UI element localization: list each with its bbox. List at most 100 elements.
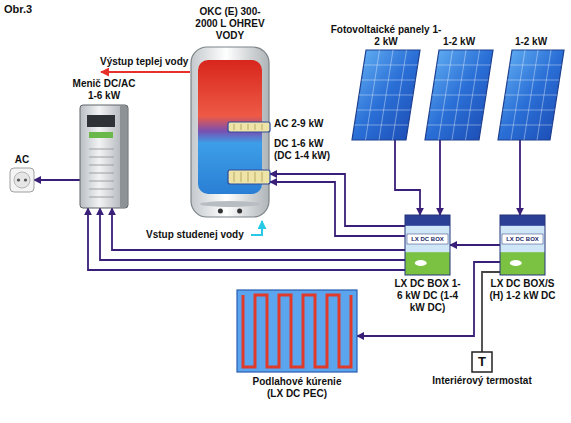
pv-panel-shape bbox=[498, 50, 564, 140]
inverter-body bbox=[80, 105, 128, 208]
node-label: LX DC BOX/S (H) 1-2 kW DC bbox=[489, 278, 557, 302]
box-outline bbox=[500, 215, 545, 275]
box-body bbox=[405, 215, 450, 275]
tank-valve bbox=[237, 209, 242, 214]
panel-grid bbox=[466, 50, 480, 140]
controller-box: LX DC BOXLX DC BOX 1-6 kW DC (1-4 kW DC) bbox=[405, 215, 450, 275]
node-label: T bbox=[472, 352, 492, 372]
annotation-label: DC 1-6 kW (DC 1-4 kW) bbox=[274, 138, 338, 162]
water-heater-tank: OKC (E) 300-2000 L OHREV VODY bbox=[190, 46, 270, 218]
inverter-vent bbox=[89, 157, 114, 158]
box-cloud bbox=[415, 260, 427, 266]
box-band bbox=[405, 252, 450, 275]
panel-grid bbox=[366, 50, 380, 140]
heater-ridge bbox=[234, 124, 235, 130]
heater-ridge bbox=[241, 124, 242, 130]
heater-ridge bbox=[262, 172, 263, 182]
dc-connector bbox=[450, 244, 500, 246]
dc-connector bbox=[439, 140, 441, 215]
socket-hole bbox=[24, 178, 27, 181]
panel-grid bbox=[537, 50, 551, 140]
heater-element bbox=[228, 170, 270, 184]
inverter-vent bbox=[89, 173, 114, 174]
panel-grid bbox=[511, 50, 525, 140]
floor-base bbox=[237, 290, 357, 372]
inverter-badge bbox=[89, 132, 113, 138]
inverter-unit-shape bbox=[80, 105, 128, 208]
panel-surface bbox=[425, 50, 493, 140]
pv-panel: 1-2 kW bbox=[498, 50, 564, 140]
panel-grid bbox=[393, 50, 407, 140]
ac-socket-shape bbox=[10, 168, 34, 192]
annotation-label: AC 2-9 kW bbox=[274, 118, 336, 130]
panel-grid bbox=[439, 50, 453, 140]
node-label: Fotovoltaické panely 1-2 kW bbox=[330, 24, 442, 48]
cold-water-arrow bbox=[251, 221, 262, 235]
water-heater-tank-shape bbox=[190, 46, 270, 218]
node-label: Menič DC/AC 1-6 kW bbox=[68, 78, 140, 102]
controller-box-shape bbox=[500, 215, 545, 275]
heating-pipe bbox=[243, 295, 351, 367]
ac-socket: AC bbox=[10, 168, 34, 192]
heater-ridge bbox=[234, 172, 235, 182]
panel-grid bbox=[452, 50, 466, 140]
inverter-vent bbox=[89, 181, 114, 182]
inverter-display bbox=[87, 115, 115, 127]
pv-panel-shape bbox=[425, 50, 493, 140]
heater-ridge bbox=[241, 172, 242, 182]
inverter-side bbox=[120, 106, 127, 207]
socket-plate bbox=[10, 168, 34, 192]
diagram-title: Obr.3 bbox=[4, 3, 32, 16]
box-outline bbox=[405, 215, 450, 275]
dc-connector bbox=[395, 140, 420, 215]
panel-grid bbox=[524, 50, 538, 140]
heater-element bbox=[228, 122, 270, 132]
node-label: Podlahové kúrenie (LX DC PEC) bbox=[245, 376, 349, 400]
floor-heating: Podlahové kúrenie (LX DC PEC) bbox=[237, 290, 357, 372]
dc-connector bbox=[519, 140, 521, 215]
box-body bbox=[500, 215, 545, 275]
heater-ridge bbox=[248, 124, 249, 130]
pv-panel: 1-2 kW bbox=[425, 50, 493, 140]
annotation-label: Výstup teplej vody bbox=[100, 56, 196, 68]
inverter-vent bbox=[89, 197, 114, 198]
node-label: Interiérový termostat bbox=[420, 375, 544, 387]
inverter-vent bbox=[89, 149, 114, 150]
heater-ridge bbox=[255, 172, 256, 182]
socket-face bbox=[14, 172, 30, 188]
node-label: 1-2 kW bbox=[506, 36, 556, 48]
box-band bbox=[500, 215, 545, 226]
floor-heating-shape bbox=[237, 290, 357, 372]
heater-ridge bbox=[248, 172, 249, 182]
controller-box-shape bbox=[405, 215, 450, 275]
dc-connector bbox=[34, 179, 80, 181]
inverter-vent bbox=[89, 165, 114, 166]
thermostat-box: TInteriérový termostat bbox=[472, 352, 492, 372]
panel-grid bbox=[379, 50, 393, 140]
node-label: LX DC BOX 1-6 kW DC (1-4 kW DC) bbox=[394, 278, 462, 314]
panel-surface bbox=[498, 50, 564, 140]
socket-hole bbox=[17, 178, 20, 181]
pv-panel-shape bbox=[352, 50, 420, 140]
node-label: OKC (E) 300-2000 L OHREV VODY bbox=[190, 6, 270, 42]
heater-ridge bbox=[255, 124, 256, 130]
pv-panel: Fotovoltaické panely 1-2 kW bbox=[352, 50, 420, 140]
box-band bbox=[405, 215, 450, 226]
node-label: AC bbox=[7, 154, 37, 166]
tank-valve bbox=[218, 209, 223, 214]
dc-connector bbox=[270, 182, 405, 236]
node-label: LX DC BOX bbox=[500, 235, 545, 243]
hot-water-arrow bbox=[101, 71, 190, 73]
inverter-unit: Menič DC/AC 1-6 kW bbox=[80, 105, 128, 208]
node-label: 1-2 kW bbox=[434, 36, 484, 48]
box-band bbox=[500, 252, 545, 275]
annotation-label: Vstup studenej vody bbox=[146, 229, 250, 241]
tank-shell bbox=[191, 47, 269, 217]
heater-ridge bbox=[262, 124, 263, 130]
inverter-vent bbox=[89, 189, 114, 190]
box-cloud bbox=[510, 260, 522, 266]
thermostat-frame bbox=[472, 352, 492, 372]
controller-box: LX DC BOXLX DC BOX/S (H) 1-2 kW DC bbox=[500, 215, 545, 275]
panel-surface bbox=[352, 50, 420, 140]
tank-base bbox=[200, 201, 260, 207]
